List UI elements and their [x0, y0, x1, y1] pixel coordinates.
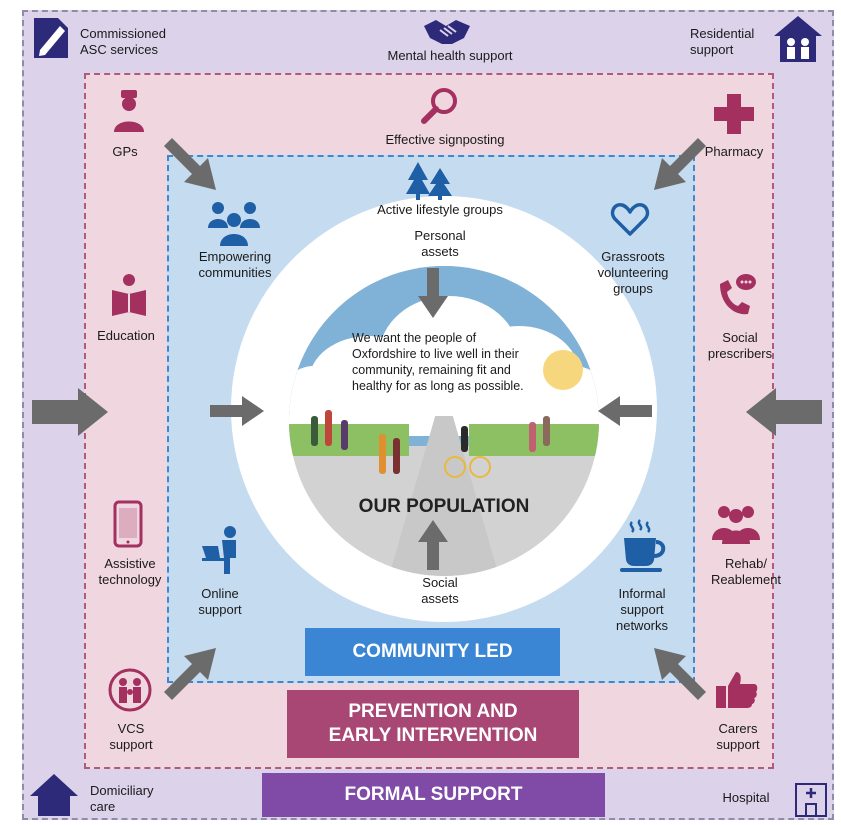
prevention-banner: PREVENTION AND EARLY INTERVENTION: [287, 690, 579, 758]
house-icon: [30, 774, 78, 816]
arrow-down-personal: [418, 268, 448, 318]
arrow-right-inner: [210, 396, 264, 426]
carers-support-label: Carers support: [716, 721, 760, 752]
assistive-technology-label: Assistive technology: [98, 556, 162, 587]
social-prescribers-label: Social prescribers: [707, 330, 773, 361]
laptop-user-icon: [202, 526, 236, 574]
community-group-icon: [208, 202, 260, 246]
vcs-support-label: VCS support: [109, 721, 153, 752]
informal-networks-label: Informal support networks: [615, 586, 669, 633]
doctor-icon: [114, 90, 144, 132]
group-people-icon: [712, 506, 760, 544]
commissioned-services-label: Commissioned ASC services: [80, 26, 166, 57]
walker: [341, 420, 348, 450]
mental-health-label: Mental health support: [387, 48, 513, 63]
walker: [379, 434, 386, 474]
bicycle-wheel: [469, 456, 491, 478]
mission-statement: We want the people of Oxfordshire to liv…: [352, 331, 524, 393]
empowering-communities-label: Empowering communities: [198, 249, 272, 280]
reading-person-icon: [112, 274, 146, 316]
walker: [543, 416, 550, 446]
walker: [311, 416, 318, 446]
magnifier-icon: [421, 88, 457, 124]
arrow-up-social: [418, 520, 448, 570]
sun: [543, 350, 583, 390]
hospital-icon: [795, 783, 827, 817]
trees-icon: [406, 162, 452, 200]
arrow-right-outer: [32, 388, 108, 436]
cross-icon: [714, 94, 754, 134]
social-assets-label: Social assets: [421, 575, 459, 606]
gps-label: GPs: [112, 144, 138, 159]
arrow-diagonal-top-right: [654, 138, 706, 190]
family-icon: [108, 668, 152, 712]
cyclist: [461, 426, 468, 452]
grass-left: [289, 424, 409, 456]
handshake-icon: [424, 20, 470, 44]
heart-icon: [610, 202, 650, 236]
arrow-diagonal-bottom-right: [654, 648, 706, 700]
arrow-left-inner: [598, 396, 652, 426]
residential-support-label: Residential support: [690, 26, 755, 57]
walker: [393, 438, 400, 474]
house-people-icon: [774, 16, 822, 62]
pencil-document-icon: [34, 18, 68, 58]
arrow-diagonal-top-left: [164, 138, 216, 190]
community-led-banner: COMMUNITY LED: [305, 628, 560, 676]
population-title: OUR POPULATION: [358, 496, 530, 517]
tablet-icon: [113, 500, 143, 548]
thumbs-up-icon: [716, 672, 758, 708]
online-support-label: Online support: [198, 586, 242, 617]
personal-assets-label: Personal assets: [414, 228, 466, 259]
arrow-diagonal-bottom-left: [164, 648, 216, 700]
active-lifestyle-label: Active lifestyle groups: [377, 202, 503, 217]
education-label: Education: [97, 328, 155, 343]
pharmacy-label: Pharmacy: [704, 144, 764, 159]
domiciliary-care-label: Domiciliary care: [90, 783, 154, 814]
bicycle-wheel: [444, 456, 466, 478]
arrow-left-outer: [746, 388, 822, 436]
hospital-label: Hospital: [722, 790, 770, 805]
formal-support-banner: FORMAL SUPPORT: [262, 773, 605, 817]
coffee-cup-icon: [620, 519, 666, 572]
signposting-label: Effective signposting: [385, 132, 505, 147]
rehab-label: Rehab/ Reablement: [710, 556, 782, 587]
grassroots-label: Grassroots volunteering groups: [597, 249, 669, 296]
walker: [325, 410, 332, 446]
phone-chat-icon: [720, 274, 756, 315]
walker: [529, 422, 536, 452]
